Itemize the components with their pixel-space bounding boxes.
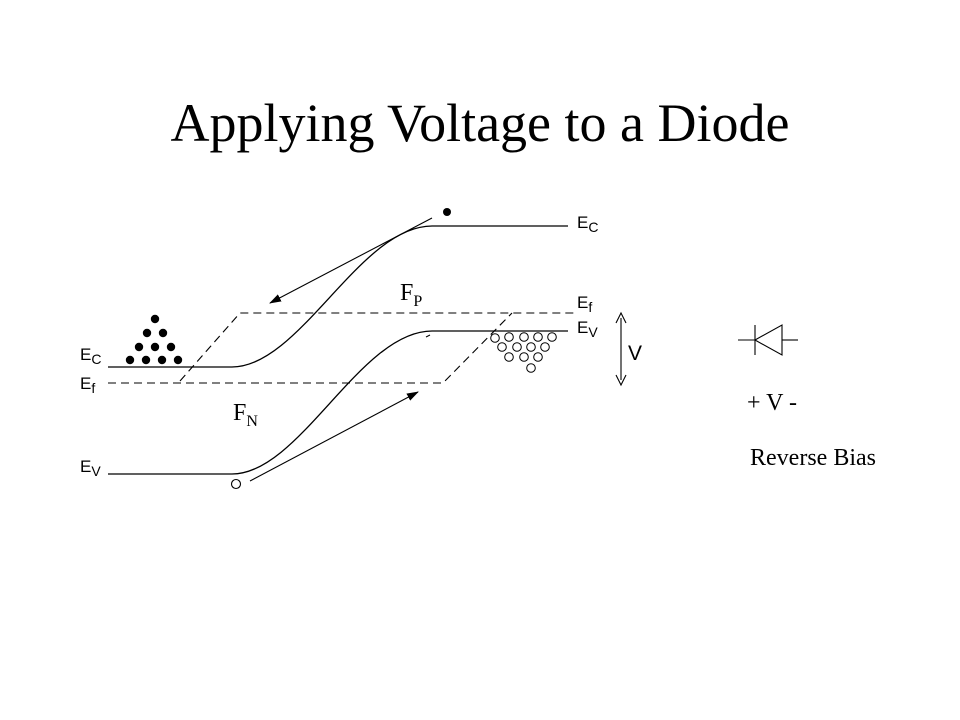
right-ev-label: EV [577, 318, 598, 340]
hole-pile [490, 332, 557, 373]
bias-label: Reverse Bias [750, 445, 876, 471]
electron-pile [125, 314, 183, 365]
slide-title: Applying Voltage to a Diode [170, 93, 790, 153]
conduction-band-curve [108, 225, 568, 368]
right-ec-label: EC [577, 213, 598, 235]
curve-tick [425, 334, 431, 338]
electron-dot [443, 208, 451, 216]
electron-drift-arrow [269, 217, 433, 304]
diode-symbol [738, 324, 798, 356]
voltage-label: V [628, 342, 642, 365]
quasi-fermi-level-n [108, 312, 513, 384]
left-ev-label: EV [80, 457, 101, 479]
left-ec-label: EC [80, 345, 101, 367]
voltage-arrow [615, 311, 627, 387]
right-ef-label: Ef [577, 293, 592, 315]
hole-dot [230, 478, 242, 490]
left-ef-label: Ef [80, 374, 95, 396]
quasi-fermi-level-p [179, 312, 575, 382]
fn-label: FN [233, 400, 258, 430]
hole-drift-arrow [249, 391, 419, 482]
valence-band-curve [108, 330, 568, 475]
diode-polarity-label: + V - [747, 390, 797, 416]
fp-label: FP [400, 280, 422, 310]
